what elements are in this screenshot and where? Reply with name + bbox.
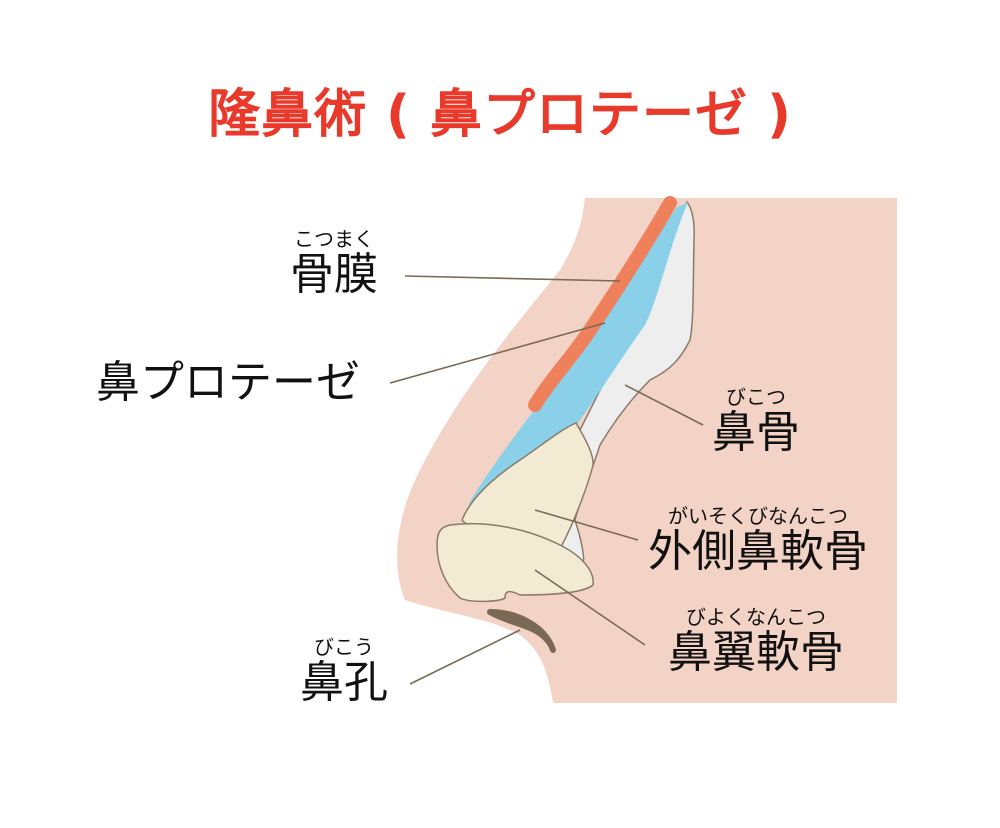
label-periosteum: こつまく 骨膜 bbox=[290, 228, 378, 300]
label-text: 外側鼻軟骨 bbox=[648, 526, 868, 577]
leader-lateral-cartilage bbox=[534, 509, 639, 541]
label-text: 骨膜 bbox=[290, 249, 378, 300]
label-text: 鼻プロテーゼ bbox=[96, 357, 360, 408]
ruby: がいそくびなんこつ bbox=[668, 504, 848, 528]
ruby: こつまく bbox=[294, 227, 374, 251]
alar-cartilage bbox=[436, 522, 594, 603]
leader-lines bbox=[389, 275, 704, 685]
leader-alar-cartilage bbox=[534, 569, 646, 646]
ruby: びよくなんこつ bbox=[686, 605, 826, 629]
diagram-title: 隆鼻術 ( 鼻プロテーゼ ) bbox=[208, 85, 792, 145]
leader-nasal-bone bbox=[624, 384, 704, 426]
label-lateral-cartilage: がいそくびなんこつ 外側鼻軟骨 bbox=[648, 505, 868, 577]
leader-nostril bbox=[409, 629, 521, 685]
label-text: 鼻孔 bbox=[300, 657, 388, 708]
nostril bbox=[487, 609, 556, 653]
ruby: びこう bbox=[314, 635, 374, 659]
label-text: 鼻骨 bbox=[712, 407, 800, 458]
ruby: びこつ bbox=[726, 385, 786, 409]
label-nasal-bone: びこつ 鼻骨 bbox=[712, 386, 800, 458]
label-nostril: びこう 鼻孔 bbox=[300, 636, 388, 708]
leader-implant bbox=[389, 322, 606, 384]
leader-periosteum bbox=[404, 275, 621, 282]
label-implant: 鼻プロテーゼ bbox=[96, 358, 360, 408]
label-text: 鼻翼軟骨 bbox=[668, 627, 844, 678]
label-alar-cartilage: びよくなんこつ 鼻翼軟骨 bbox=[668, 606, 844, 678]
